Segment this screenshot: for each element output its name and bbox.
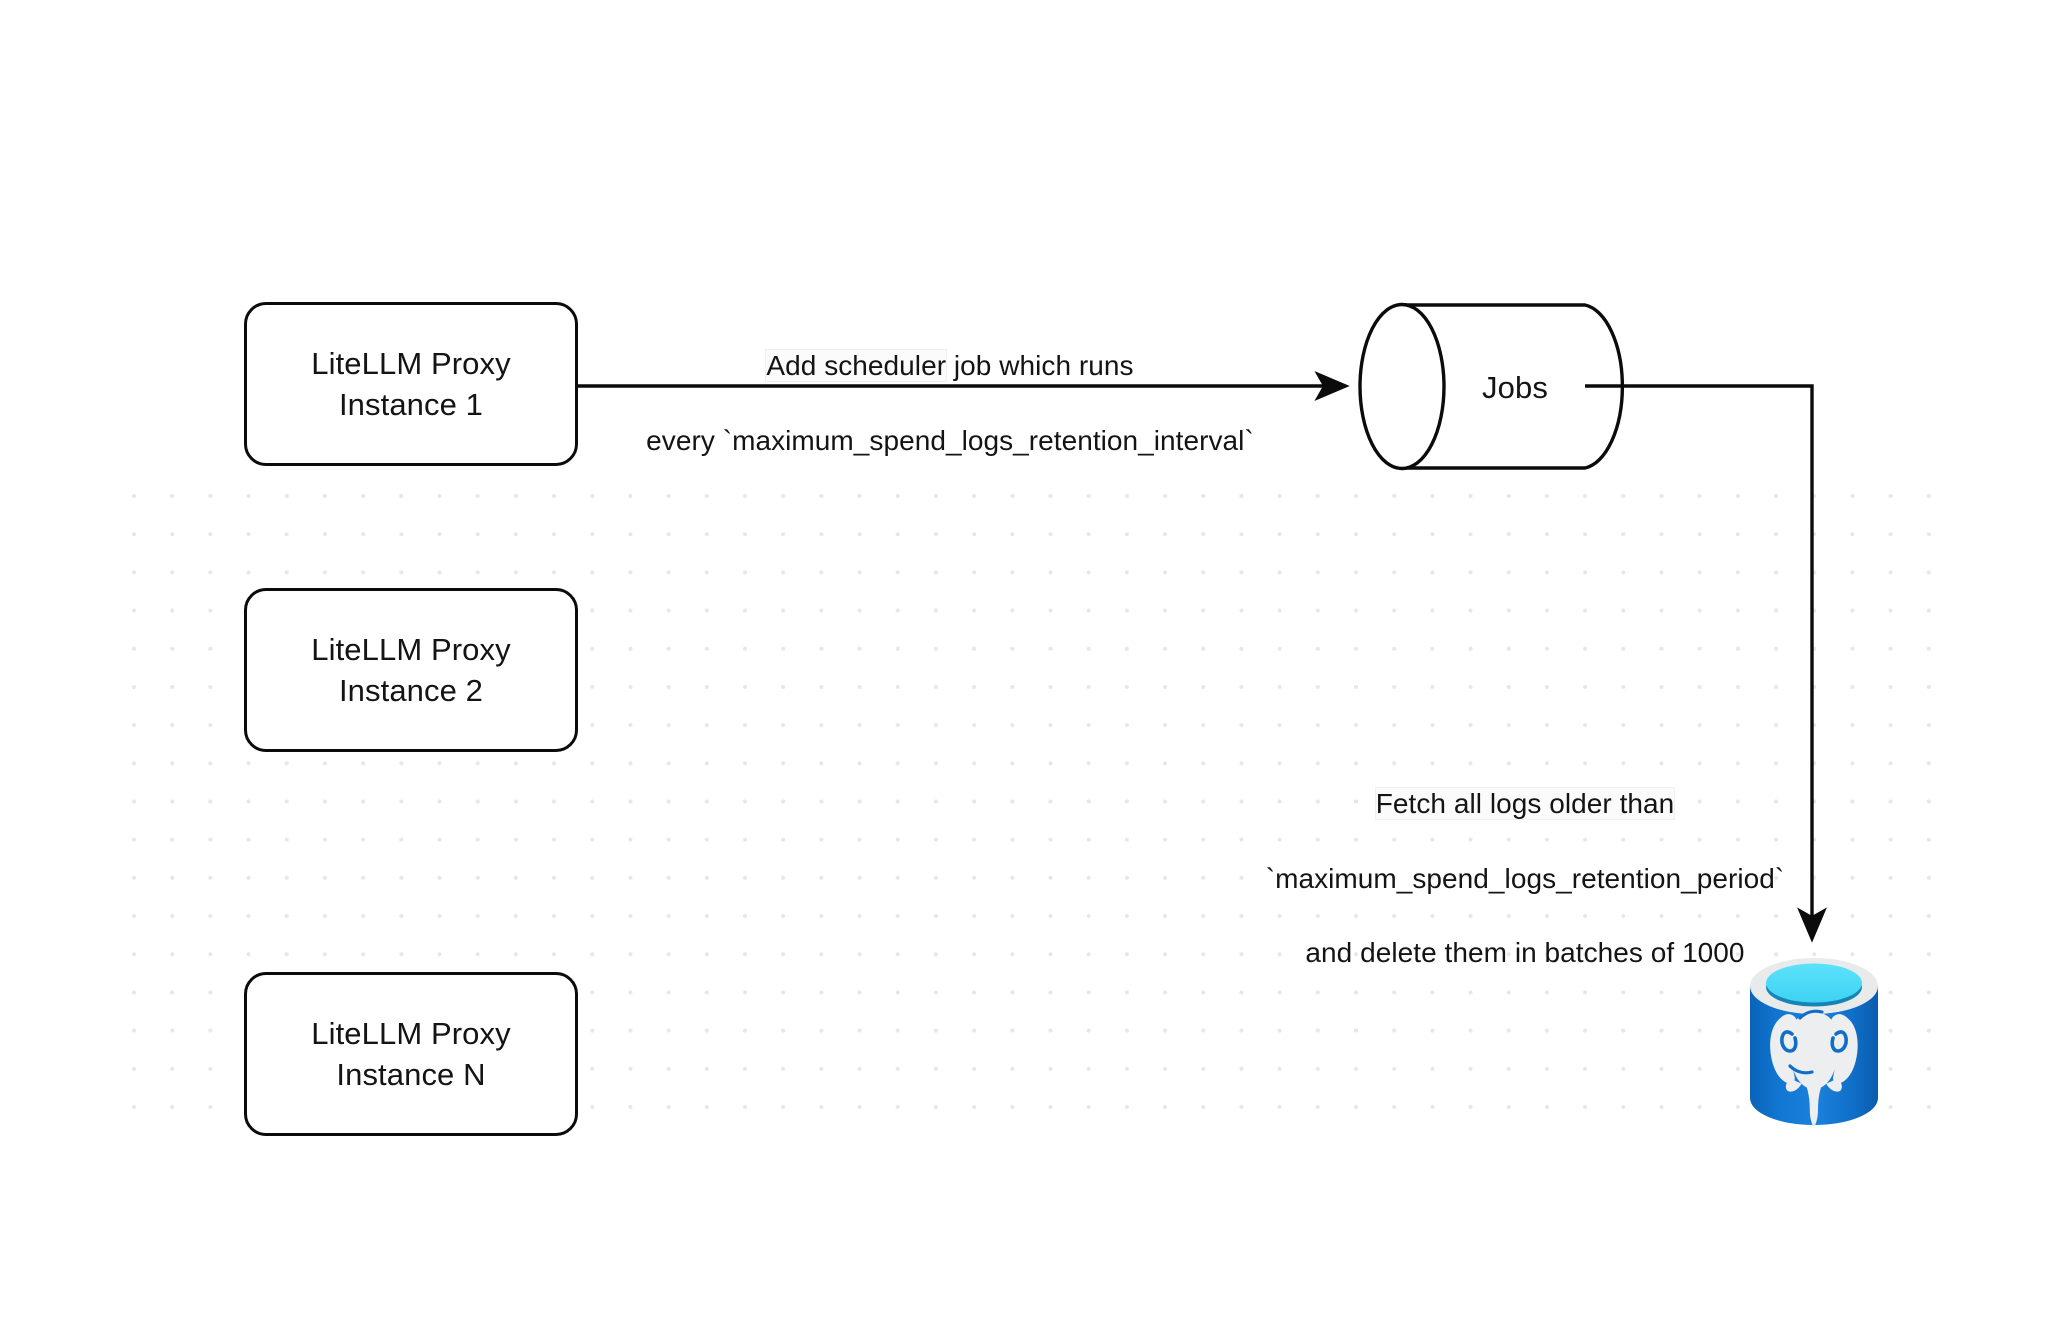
jobs-cylinder-shape — [1358, 302, 1625, 471]
edge-label-scheduler: Add scheduler job which runs every `maxi… — [600, 310, 1300, 496]
node-label: LiteLLM Proxy Instance 1 — [311, 345, 511, 422]
node-litellm-proxy-instance-2[interactable]: LiteLLM Proxy Instance 2 — [244, 588, 578, 752]
edge-delete-logs-path — [1585, 384, 1827, 943]
node-litellm-proxy-instance-1[interactable]: LiteLLM Proxy Instance 1 — [244, 302, 578, 466]
edge-label-delete-logs: Fetch all logs older than `maximum_spend… — [1240, 748, 1810, 1009]
edge-label-scheduler-line-1-highlight: Add scheduler — [766, 350, 947, 382]
edge-label-scheduler-line-2: every `maximum_spend_logs_retention_inte… — [646, 424, 1254, 456]
edge-label-delete-logs-line-1: Fetch all logs older than — [1240, 785, 1810, 822]
node-jobs-label: Jobs — [1452, 368, 1578, 408]
node-label: LiteLLM Proxy Instance N — [311, 1015, 511, 1092]
edge-label-scheduler-line-1: Add scheduler job which runs — [600, 347, 1300, 384]
edge-label-delete-logs-line-2: `maximum_spend_logs_retention_period` — [1265, 862, 1785, 894]
node-label: LiteLLM Proxy Instance 2 — [311, 631, 511, 708]
edge-label-scheduler-line-1-rest: job which runs — [946, 350, 1134, 382]
edge-label-delete-logs-line-1-highlight: Fetch all logs older than — [1375, 788, 1675, 820]
edge-label-delete-logs-line-3: and delete them in batches of 1000 — [1305, 937, 1745, 969]
postgresql-database-icon — [1750, 958, 1878, 1127]
node-litellm-proxy-instance-n[interactable]: LiteLLM Proxy Instance N — [244, 972, 578, 1136]
jobs-label-text: Jobs — [1482, 370, 1548, 405]
